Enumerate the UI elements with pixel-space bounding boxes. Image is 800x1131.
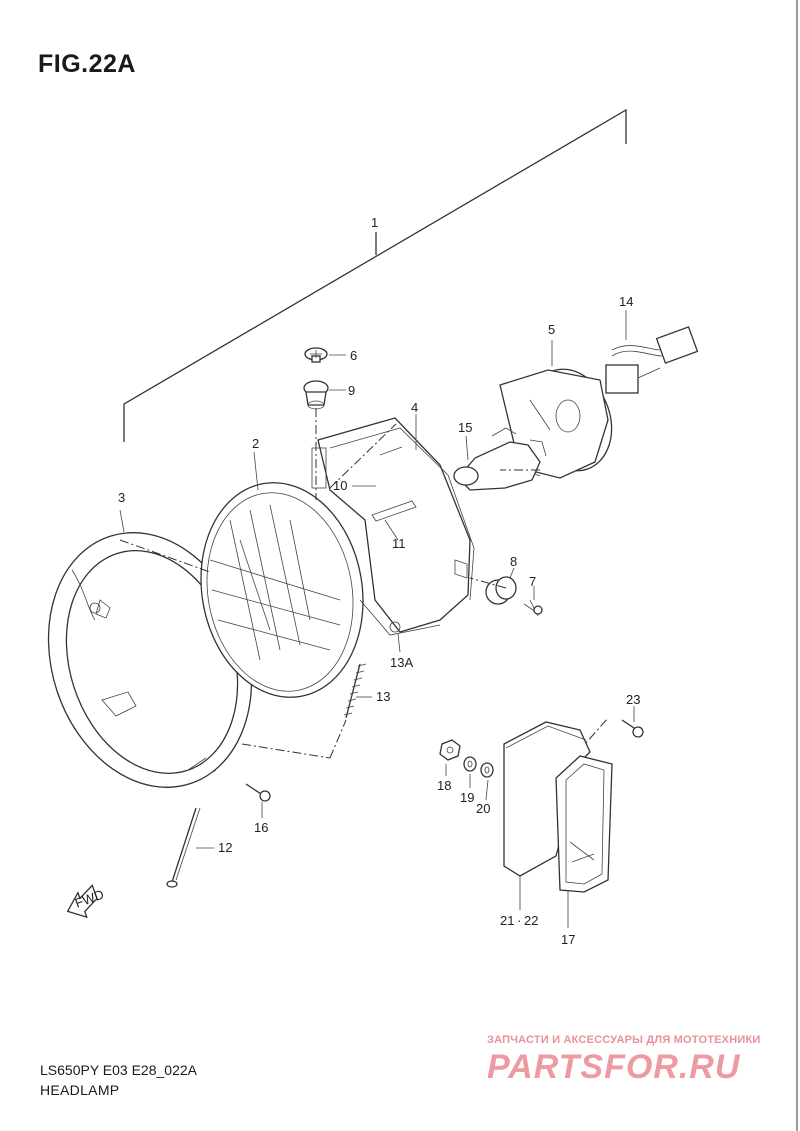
bulb-part bbox=[453, 427, 547, 491]
callout-8: 8 bbox=[510, 554, 517, 569]
watermark-tagline: ЗАПЧАСТИ И АКСЕССУАРЫ ДЛЯ МОТОТЕХНИКИ bbox=[487, 1034, 761, 1046]
figure-caption: HEADLAMP bbox=[40, 1082, 120, 1098]
callout-21-22: 21 · 22 bbox=[500, 913, 538, 928]
callout-23: 23 bbox=[626, 692, 640, 707]
watermark-logo: PARTSFOR.RU bbox=[487, 1048, 741, 1086]
assembly-bracket bbox=[123, 108, 627, 442]
callout-3: 3 bbox=[118, 490, 125, 505]
callout-10: 10 bbox=[333, 478, 347, 493]
figure-code: LS650PY E03 E28_022A bbox=[40, 1062, 197, 1078]
connector-part bbox=[605, 326, 699, 394]
screw-grommet-parts bbox=[303, 347, 329, 410]
callout-17: 17 bbox=[561, 932, 575, 947]
callout-leaders bbox=[119, 310, 635, 928]
callout-4: 4 bbox=[411, 400, 418, 415]
callout-13a: 13A bbox=[390, 655, 413, 670]
callout-labels: 1 2 3 4 5 6 7 8 9 10 11 12 13 13A 14 15 … bbox=[118, 215, 640, 947]
callout-16: 16 bbox=[254, 820, 268, 835]
callout-15: 15 bbox=[458, 420, 472, 435]
callout-5: 5 bbox=[548, 322, 555, 337]
callout-11: 11 bbox=[392, 536, 406, 551]
callout-14: 14 bbox=[619, 294, 633, 309]
leader-lines bbox=[119, 408, 609, 759]
callout-13: 13 bbox=[376, 689, 390, 704]
callout-2: 2 bbox=[252, 436, 259, 451]
nut-washer-parts bbox=[439, 739, 494, 778]
callout-6: 6 bbox=[350, 348, 357, 363]
callout-20: 20 bbox=[476, 801, 490, 816]
callout-7: 7 bbox=[529, 574, 536, 589]
figure-title: FIG.22A bbox=[38, 50, 136, 78]
callout-9: 9 bbox=[348, 383, 355, 398]
license-lamp-parts bbox=[503, 719, 644, 893]
callout-12: 12 bbox=[218, 840, 232, 855]
callout-1: 1 bbox=[371, 215, 378, 230]
adjuster-parts bbox=[166, 663, 367, 888]
housing-bracket-part bbox=[311, 417, 475, 636]
callout-18: 18 bbox=[437, 778, 451, 793]
callout-19: 19 bbox=[460, 790, 474, 805]
forward-arrow-icon: FWD bbox=[66, 884, 106, 919]
lamp-unit-part bbox=[200, 482, 364, 698]
